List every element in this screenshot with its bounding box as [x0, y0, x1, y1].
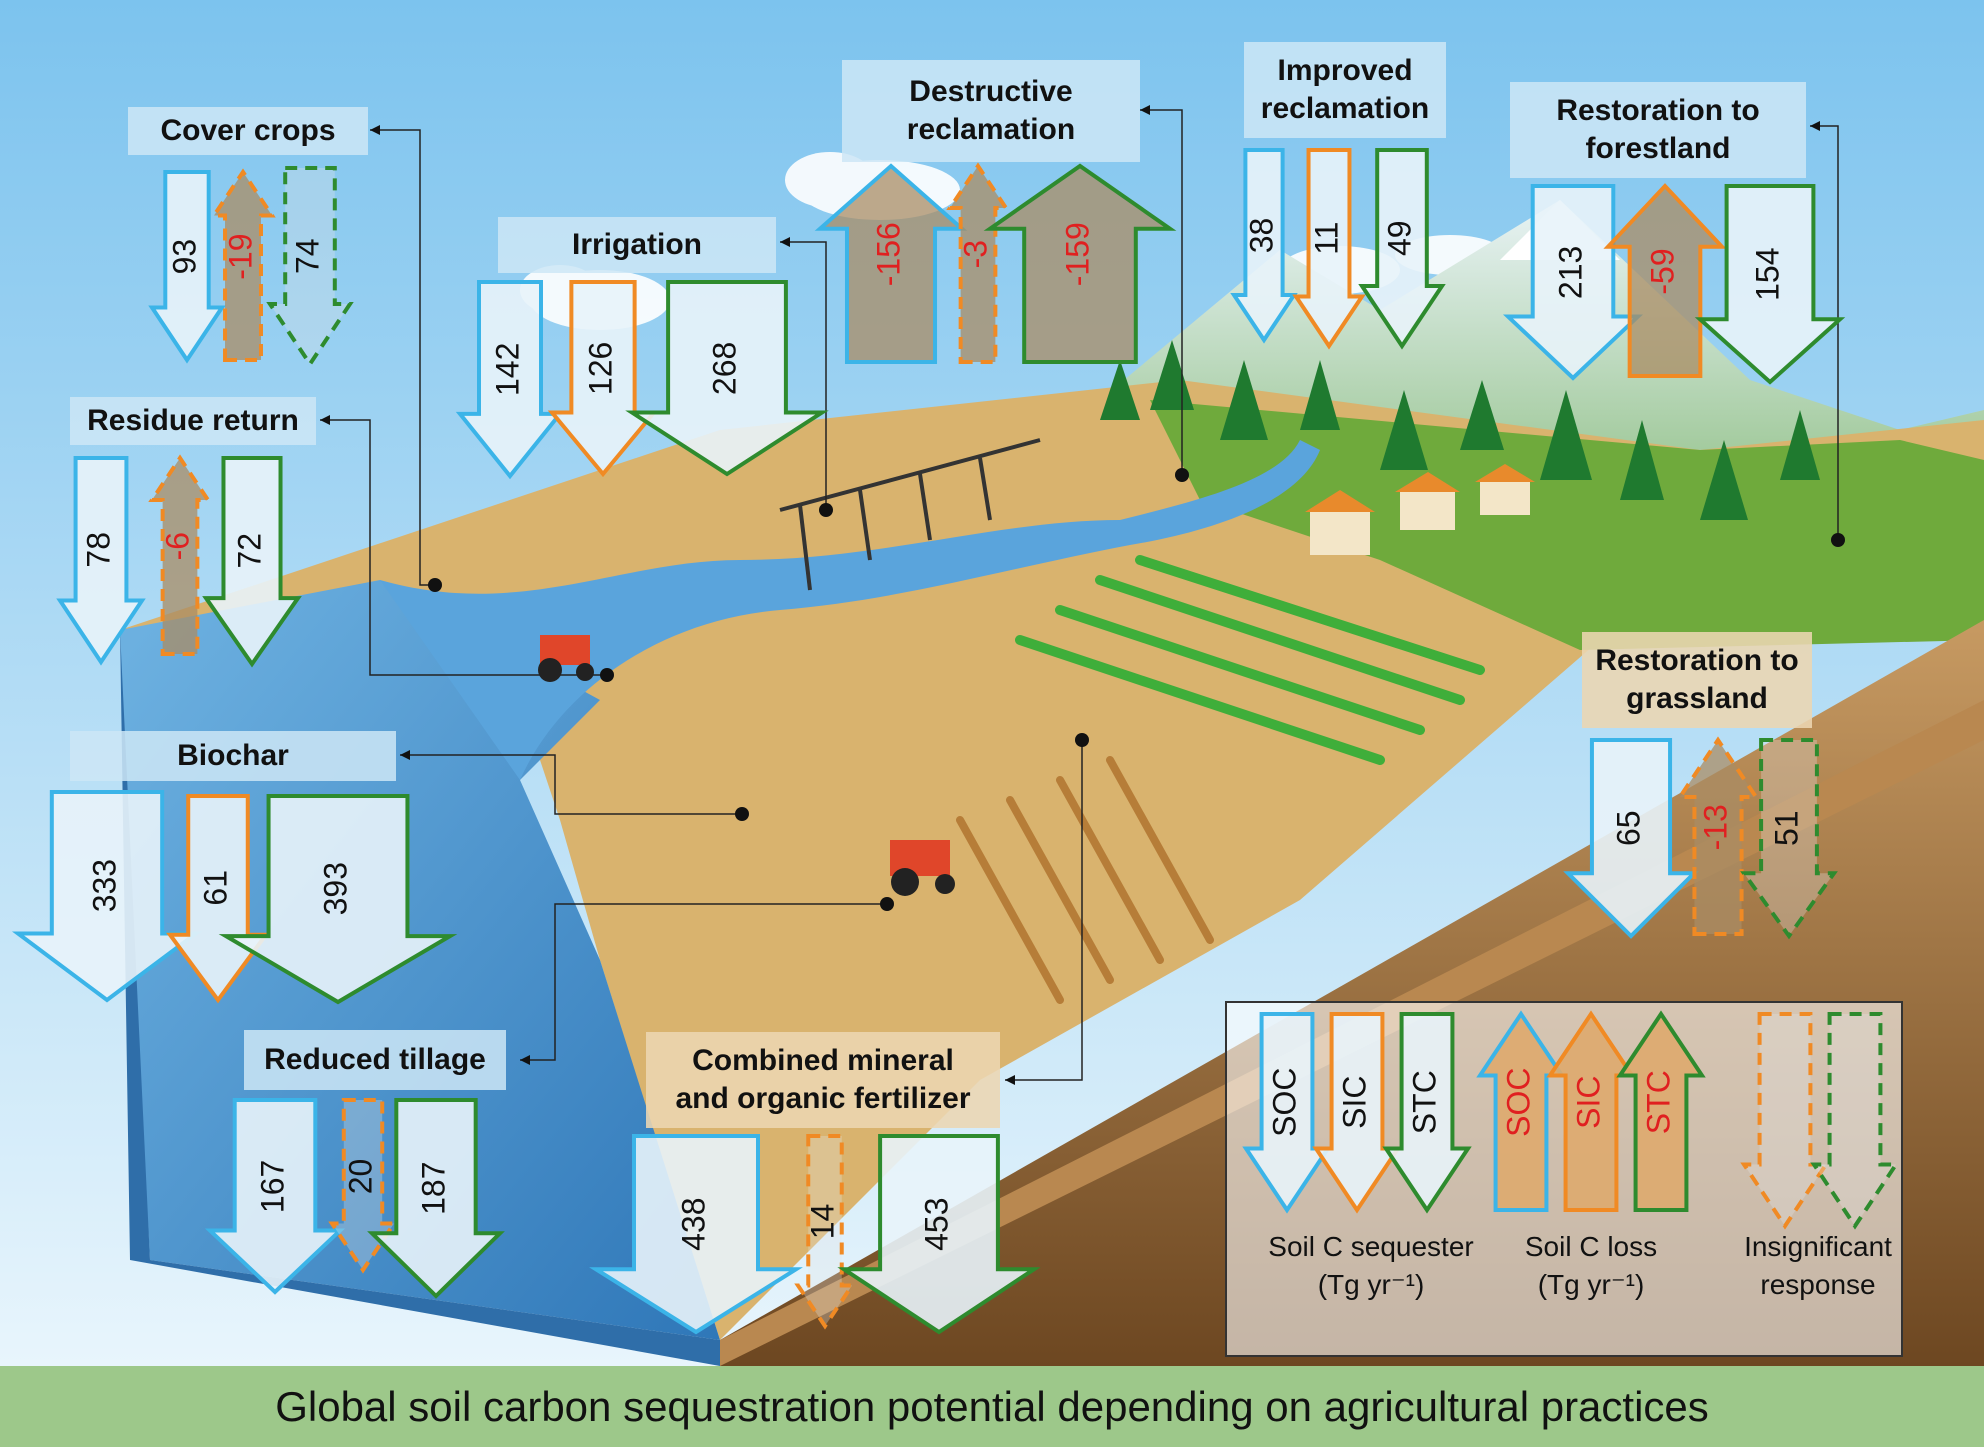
irrigation-stc-value: 268	[706, 342, 742, 395]
biochar-sic-value: 61	[197, 870, 233, 906]
legend-sequester-stc-arrow	[1382, 1012, 1472, 1214]
restoration-forestland-soc-arrow	[1502, 184, 1644, 381]
restoration-grassland-sic-value: -13	[1697, 804, 1733, 850]
destructive-reclamation-stc-value: -159	[1059, 222, 1095, 286]
restoration-forestland-soc-value: 213	[1552, 246, 1588, 299]
reduced-tillage-sic-value: 20	[342, 1159, 378, 1195]
legend-sequester-sic-label: SIC	[1336, 1076, 1372, 1129]
legend-sequester-soc-arrow	[1242, 1012, 1332, 1214]
biochar-soc-arrow	[11, 790, 203, 1003]
residue-return-soc-value: 78	[80, 532, 116, 568]
restoration-forestland-stc-arrow	[1694, 184, 1846, 385]
label-restoration-forestland: Restoration to forestland	[1510, 82, 1806, 178]
cover-crops-sic-value: -19	[222, 233, 258, 279]
biochar-stc-arrow	[218, 794, 458, 1005]
legend-sequester-sic-arrow	[1312, 1012, 1402, 1214]
cover-crops-arrows: 93 -19 74	[148, 166, 354, 368]
cover-crops-soc-value: 93	[166, 239, 202, 275]
restoration-forestland-arrows: 213 -59 154	[1502, 183, 1846, 385]
cover-crops-stc-value: 74	[289, 238, 325, 274]
destructive-reclamation-arrows: -156 -3 -159	[814, 162, 1177, 364]
combined-fertilizer-arrows: 438 14 453	[589, 1134, 1041, 1335]
label-restoration-grassland: Restoration to grassland	[1582, 632, 1812, 728]
improved-reclamation-stc-arrow	[1358, 148, 1446, 350]
label-reduced-tillage: Reduced tillage	[244, 1030, 506, 1090]
destructive-reclamation-sic-arrow	[946, 162, 1010, 364]
label-residue-return: Residue return	[70, 397, 316, 445]
irrigation-soc-arrow	[455, 280, 565, 480]
legend-insignificant-label: Insignificant response	[1744, 1231, 1892, 1300]
residue-return-soc-arrow	[56, 456, 146, 666]
reduced-tillage-soc-arrow	[204, 1098, 346, 1295]
legend-loss-stc-label: STC	[1640, 1070, 1676, 1134]
legend-loss-soc-label: SOC	[1500, 1068, 1536, 1137]
restoration-grassland-stc-value: 51	[1768, 810, 1804, 846]
restoration-grassland-soc-arrow	[1563, 738, 1699, 939]
label-improved-reclamation: Improved reclamation	[1244, 42, 1446, 138]
legend-sequester-stc-label: STC	[1406, 1070, 1442, 1134]
combined-fertilizer-sic-value: 14	[804, 1204, 840, 1240]
improved-reclamation-stc-value: 49	[1381, 220, 1417, 256]
legend-loss-stc-arrow	[1616, 1010, 1706, 1212]
legend-insignificant-sic-arrow	[1740, 1012, 1830, 1230]
label-irrigation: Irrigation	[498, 217, 776, 273]
irrigation-sic-value: 126	[582, 342, 618, 395]
reduced-tillage-stc-value: 187	[415, 1162, 451, 1215]
combined-fertilizer-stc-arrow	[837, 1134, 1041, 1335]
restoration-grassland-stc-arrow	[1740, 738, 1838, 940]
biochar-soc-value: 333	[86, 859, 122, 912]
improved-reclamation-sic-value: 11	[1308, 222, 1344, 255]
legend-sequester-label: Soil C sequester (Tg yr⁻¹)	[1268, 1231, 1474, 1300]
cover-crops-stc-arrow	[266, 166, 354, 368]
label-cover-crops: Cover crops	[128, 107, 368, 155]
improved-reclamation-sic-arrow	[1292, 148, 1366, 350]
legend-loss-soc-arrow	[1476, 1010, 1566, 1212]
restoration-forestland-sic-arrow	[1603, 183, 1727, 378]
legend-loss-label: Soil C loss (Tg yr⁻¹)	[1524, 1231, 1658, 1300]
residue-return-arrows: 78 -6 72	[56, 454, 302, 668]
restoration-grassland-arrows: 65 -13 51	[1563, 736, 1838, 940]
residue-return-stc-value: 72	[231, 533, 267, 569]
residue-return-stc-arrow	[202, 456, 302, 668]
destructive-reclamation-soc-value: -156	[870, 222, 906, 286]
irrigation-arrows: 142 126 268	[455, 280, 829, 480]
irrigation-stc-arrow	[625, 280, 829, 477]
combined-fertilizer-sic-arrow	[794, 1134, 856, 1330]
label-combined-fertilizer: Combined mineral and organic fertilizer	[646, 1032, 1000, 1128]
restoration-grassland-sic-arrow	[1676, 736, 1760, 936]
legend-loss-sic-label: SIC	[1570, 1076, 1606, 1129]
cover-crops-sic-arrow	[210, 168, 276, 362]
reduced-tillage-sic-arrow	[328, 1098, 398, 1274]
residue-return-sic-arrow	[148, 454, 212, 656]
reduced-tillage-arrows: 167 20 187	[204, 1098, 505, 1299]
legend-sequester-soc-label: SOC	[1266, 1068, 1302, 1137]
improved-reclamation-soc-arrow	[1230, 148, 1298, 344]
figure-caption: Global soil carbon sequestration potenti…	[0, 1366, 1984, 1447]
irrigation-sic-arrow	[547, 280, 659, 478]
combined-fertilizer-stc-value: 453	[918, 1198, 954, 1251]
residue-return-sic-value: -6	[159, 532, 195, 560]
destructive-reclamation-soc-arrow	[814, 163, 968, 364]
label-biochar: Biochar	[70, 731, 396, 781]
legend-insignificant-stc-arrow	[1810, 1012, 1900, 1230]
restoration-forestland-stc-value: 154	[1749, 248, 1785, 301]
combined-fertilizer-soc-arrow	[589, 1134, 803, 1335]
biochar-arrows: 333 61 393	[11, 790, 458, 1005]
restoration-forestland-sic-value: -59	[1644, 248, 1680, 294]
cover-crops-soc-arrow	[148, 170, 226, 364]
combined-fertilizer-soc-value: 438	[675, 1198, 711, 1251]
improved-reclamation-soc-value: 38	[1243, 218, 1279, 254]
restoration-grassland-soc-value: 65	[1610, 810, 1646, 846]
improved-reclamation-arrows: 38 11 49	[1230, 148, 1446, 350]
destructive-reclamation-sic-value: -3	[957, 240, 993, 268]
irrigation-soc-value: 142	[489, 343, 525, 396]
biochar-stc-value: 393	[317, 862, 353, 915]
legend-loss-sic-arrow	[1546, 1010, 1636, 1212]
label-destructive-reclamation: Destructive reclamation	[842, 60, 1140, 162]
biochar-sic-arrow	[166, 794, 270, 1004]
destructive-reclamation-stc-arrow	[983, 163, 1177, 364]
reduced-tillage-stc-arrow	[367, 1098, 505, 1299]
reduced-tillage-soc-value: 167	[254, 1160, 290, 1213]
